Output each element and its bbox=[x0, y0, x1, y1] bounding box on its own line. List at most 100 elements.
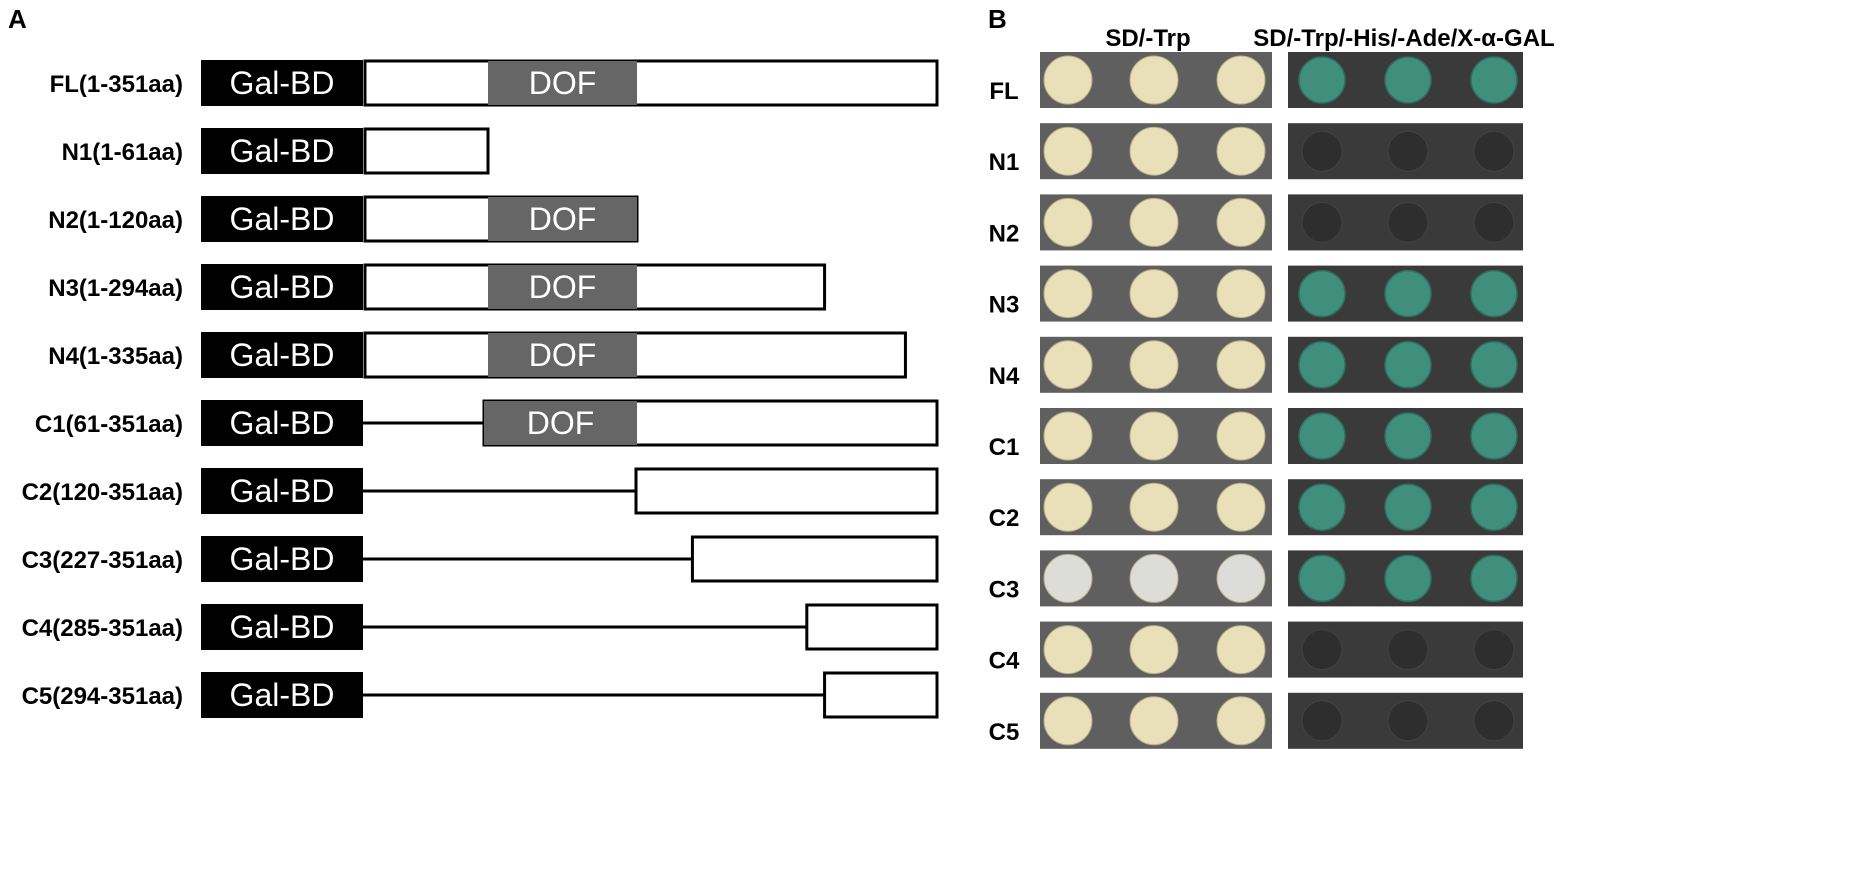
assay-row-label: C1 bbox=[989, 434, 1020, 461]
yeast-colony bbox=[1043, 269, 1093, 319]
dof-domain-block bbox=[484, 401, 637, 445]
assay-row: C5 bbox=[989, 692, 1523, 749]
construct-label: C4(285-351aa) bbox=[22, 615, 183, 642]
column-header-selective: SD/-Trp/-His/-Ade/X-α-GAL bbox=[1253, 25, 1554, 52]
construct-label: C3(227-351aa) bbox=[22, 547, 183, 574]
yeast-colony bbox=[1043, 411, 1093, 461]
yeast-colony bbox=[1043, 55, 1093, 105]
dof-label: DOF bbox=[529, 337, 597, 373]
yeast-colony bbox=[1216, 126, 1266, 176]
yeast-colony bbox=[1129, 197, 1179, 247]
yeast-colony bbox=[1216, 197, 1266, 247]
blue-colony bbox=[1298, 56, 1346, 104]
gal-bd-label: Gal-BD bbox=[230, 405, 335, 441]
construct-label: C2(120-351aa) bbox=[22, 479, 183, 506]
protein-fragment-box bbox=[363, 59, 939, 107]
yeast-colony bbox=[1216, 553, 1266, 603]
yeast-colony bbox=[1043, 482, 1093, 532]
gal-bd-block bbox=[201, 196, 363, 242]
protein-fragment-box bbox=[805, 603, 939, 651]
construct-row: N1(1-61aa)Gal-BD bbox=[62, 127, 490, 175]
blue-colony bbox=[1470, 554, 1518, 603]
blue-colony bbox=[1470, 341, 1518, 389]
gal-bd-label: Gal-BD bbox=[230, 133, 335, 169]
construct-label: FL(1-351aa) bbox=[50, 71, 183, 98]
yeast-colony bbox=[1043, 126, 1093, 176]
gal-bd-block bbox=[201, 60, 363, 106]
assay-row-label: C2 bbox=[989, 505, 1020, 532]
assay-row: C3 bbox=[989, 550, 1523, 607]
yeast-colony bbox=[1216, 340, 1266, 390]
yeast-colony bbox=[1129, 269, 1179, 319]
yeast-colony bbox=[1216, 269, 1266, 319]
protein-fragment-box bbox=[823, 671, 939, 719]
assay-row-label: C5 bbox=[989, 719, 1020, 746]
assay-row-label: N3 bbox=[989, 292, 1020, 319]
dof-domain-block bbox=[488, 61, 637, 105]
panel-a-label: A bbox=[8, 4, 27, 34]
no-growth-spot bbox=[1473, 700, 1515, 742]
yeast-colony bbox=[1216, 482, 1266, 532]
blue-colony bbox=[1384, 412, 1432, 460]
assay-row-label: C3 bbox=[989, 576, 1020, 603]
yeast-colony bbox=[1043, 197, 1093, 247]
assay-row: N2 bbox=[989, 194, 1523, 251]
no-growth-spot bbox=[1301, 700, 1343, 742]
yeast-colony bbox=[1043, 625, 1093, 675]
no-growth-spot bbox=[1301, 629, 1343, 671]
dof-domain-block bbox=[488, 333, 637, 377]
blue-colony bbox=[1470, 483, 1518, 531]
yeast-colony bbox=[1043, 340, 1093, 390]
construct-label: N3(1-294aa) bbox=[48, 275, 183, 302]
gal-bd-block bbox=[201, 672, 363, 718]
assay-row: N1 bbox=[989, 123, 1523, 180]
blue-colony bbox=[1470, 56, 1518, 104]
gal-bd-block bbox=[201, 536, 363, 582]
gal-bd-label: Gal-BD bbox=[230, 677, 335, 713]
blue-colony bbox=[1384, 554, 1432, 603]
construct-label: N2(1-120aa) bbox=[48, 207, 183, 234]
gal-bd-block bbox=[201, 264, 363, 310]
construct-label: N4(1-335aa) bbox=[48, 343, 183, 370]
yeast-colony bbox=[1129, 482, 1179, 532]
yeast-colony bbox=[1043, 553, 1093, 603]
yeast-colony bbox=[1043, 696, 1093, 746]
construct-row: C5(294-351aa)Gal-BD bbox=[22, 671, 939, 719]
gal-bd-block bbox=[201, 604, 363, 650]
panel-b-label: B bbox=[988, 4, 1007, 34]
blue-colony bbox=[1384, 269, 1432, 318]
construct-row: C3(227-351aa)Gal-BD bbox=[22, 535, 939, 583]
assay-row: N3 bbox=[989, 265, 1523, 322]
blue-colony bbox=[1298, 269, 1346, 318]
gal-bd-label: Gal-BD bbox=[230, 269, 335, 305]
assay-row: FL bbox=[989, 52, 1523, 108]
gal-bd-block bbox=[201, 332, 363, 378]
protein-fragment-box bbox=[634, 467, 939, 515]
no-growth-spot bbox=[1473, 629, 1515, 671]
yeast-colony bbox=[1129, 553, 1179, 603]
blue-colony bbox=[1298, 341, 1346, 389]
blue-colony bbox=[1470, 412, 1518, 460]
assay-row-label: N4 bbox=[989, 363, 1020, 390]
gal-bd-label: Gal-BD bbox=[230, 473, 335, 509]
no-growth-spot bbox=[1301, 201, 1343, 243]
yeast-colony bbox=[1129, 625, 1179, 675]
gal-bd-label: Gal-BD bbox=[230, 609, 335, 645]
gal-bd-label: Gal-BD bbox=[230, 65, 335, 101]
blue-colony bbox=[1298, 412, 1346, 460]
gal-bd-block bbox=[201, 400, 363, 446]
no-growth-spot bbox=[1387, 700, 1429, 742]
dof-domain-block bbox=[488, 197, 637, 241]
blue-colony bbox=[1298, 554, 1346, 603]
protein-fragment-box bbox=[690, 535, 939, 583]
blue-colony bbox=[1470, 269, 1518, 318]
no-growth-spot bbox=[1473, 130, 1515, 172]
yeast-colony bbox=[1216, 55, 1266, 105]
assay-row-label: C4 bbox=[989, 648, 1020, 675]
yeast-colony bbox=[1216, 696, 1266, 746]
